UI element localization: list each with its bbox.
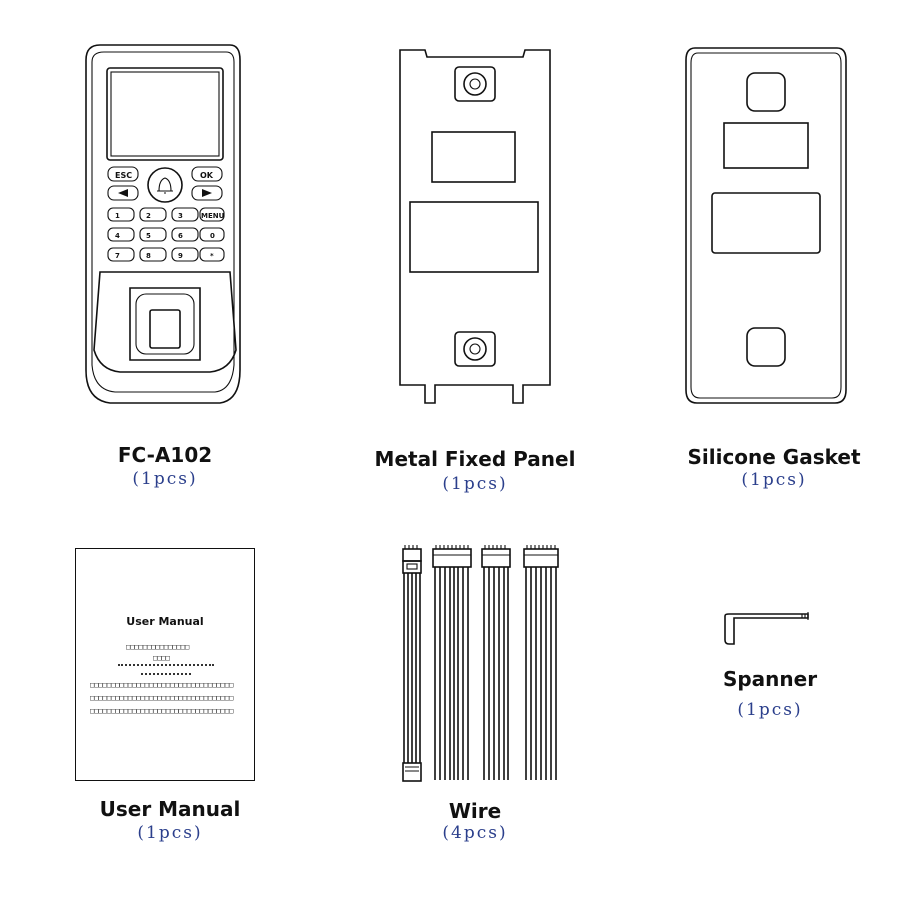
fingerprint-window [129, 287, 201, 361]
svg-text:MENU: MENU [201, 212, 225, 220]
screw-hole-bottom [454, 331, 496, 367]
item-title: Silicone Gasket [687, 445, 861, 469]
screw-hole-top [454, 66, 496, 102]
item-qty: (4pcs) [442, 823, 508, 843]
svg-text:3: 3 [178, 212, 183, 220]
svg-text:0: 0 [210, 232, 215, 240]
item-title: Wire [448, 799, 502, 823]
svg-text:2: 2 [146, 212, 151, 220]
manual-text-line: □□□□□□□□□□□□□□□ [126, 643, 190, 651]
svg-text:ESC: ESC [115, 171, 132, 180]
manual-text-line: □□□□□□□□□□□□□□□□□□□□□□□□□□□□□□□□□□ [90, 707, 234, 715]
wire-cable [523, 545, 559, 780]
svg-text:6: 6 [178, 232, 183, 240]
svg-text:*: * [210, 252, 214, 260]
manual-text-line: □□□□□□□□□□□□□□□□□□□□□□□□□□□□□□□□□□ [90, 694, 234, 702]
wire-cable [402, 545, 422, 782]
spanner-icon [724, 612, 809, 645]
ok-key [191, 166, 223, 182]
item-title: User Manual [99, 797, 241, 821]
device-illustration: ESC OK 1 2 3 MENU 4 5 6 0 7 8 9 * [85, 44, 241, 404]
manual-text-line [141, 673, 191, 675]
item-qty: (1pcs) [741, 470, 807, 490]
wire-illustration [402, 545, 559, 782]
svg-text:1: 1 [115, 212, 120, 220]
svg-text:9: 9 [178, 252, 183, 260]
user-manual-illustration: User Manual □□□□□□□□□□□□□□□ □□□□ □□□□□□□… [75, 548, 255, 781]
wire-cable [432, 545, 472, 780]
esc-key [107, 166, 139, 182]
item-qty: (1pcs) [137, 823, 203, 843]
item-title: FC-A102 [117, 443, 213, 467]
metal-panel-illustration [399, 49, 551, 404]
silicone-gasket-illustration [685, 47, 847, 404]
bell-icon [147, 167, 183, 203]
item-qty: (1pcs) [737, 700, 803, 720]
manual-cover-title: User Manual [126, 615, 204, 628]
item-title: Spanner [722, 667, 818, 691]
svg-text:OK: OK [200, 171, 214, 180]
item-qty: (1pcs) [132, 469, 198, 489]
manual-text-line: □□□□ [153, 654, 170, 662]
keypad: 1 2 3 MENU 4 5 6 0 7 8 9 * [107, 207, 225, 262]
svg-text:4: 4 [115, 232, 120, 240]
item-title: Metal Fixed Panel [374, 447, 576, 471]
svg-text:5: 5 [146, 232, 151, 240]
manual-text-line [118, 664, 214, 666]
wire-cable [481, 545, 511, 780]
item-qty: (1pcs) [442, 474, 508, 494]
manual-text-line: □□□□□□□□□□□□□□□□□□□□□□□□□□□□□□□□□□ [90, 681, 234, 689]
device-screen [106, 67, 224, 161]
svg-text:7: 7 [115, 252, 120, 260]
svg-text:8: 8 [146, 252, 151, 260]
